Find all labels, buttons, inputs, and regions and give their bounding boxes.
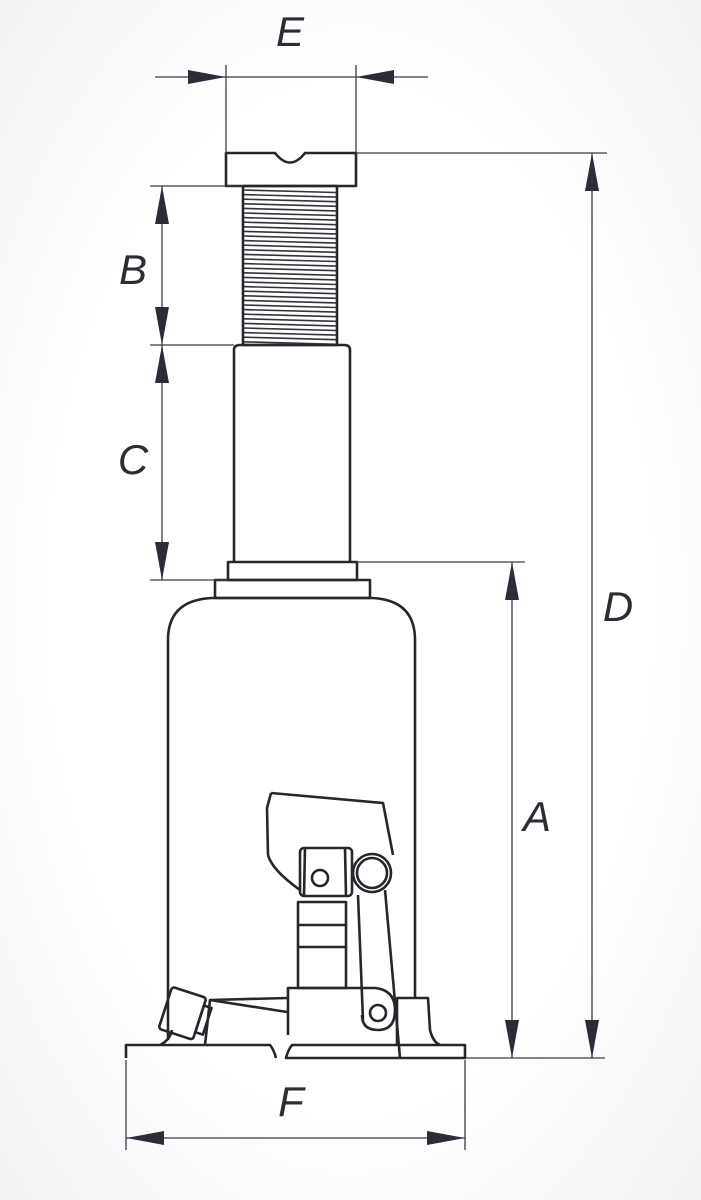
thread-line	[243, 212, 337, 217]
thread-line	[243, 258, 337, 263]
arrowhead	[505, 562, 519, 600]
thread-line	[243, 239, 337, 244]
release-valve-knob	[158, 986, 207, 1041]
link-pin	[368, 1003, 388, 1023]
thread-line	[243, 207, 337, 212]
thread-line	[243, 216, 337, 221]
arrowhead	[585, 153, 599, 191]
thread-line	[243, 226, 337, 231]
pump-mechanism	[158, 791, 441, 1059]
arrowhead	[356, 70, 394, 84]
thread-line	[243, 318, 337, 323]
thread-line	[243, 295, 337, 300]
arrowhead	[155, 186, 169, 224]
dimension-lines	[125, 65, 607, 1150]
thread-line	[243, 193, 337, 198]
thread-line	[243, 253, 337, 258]
saddle-cap	[224, 151, 358, 188]
thread-line	[243, 308, 337, 313]
thread-line	[243, 304, 337, 309]
thread-line	[243, 244, 337, 249]
pump-handle-socket	[265, 791, 395, 892]
pivot-pin	[310, 868, 330, 888]
pump-housing	[286, 986, 397, 1035]
left-foot	[159, 1029, 174, 1047]
cylinder-body	[166, 596, 417, 1040]
roller-inner	[355, 856, 389, 890]
thread-line	[243, 327, 337, 332]
thread-line	[243, 331, 337, 336]
thread-line	[243, 299, 337, 304]
dimension-label-a: A	[520, 793, 551, 840]
arrowhead	[155, 345, 169, 383]
arrowhead	[155, 307, 169, 345]
ram	[232, 343, 352, 562]
pump-piston	[296, 900, 348, 990]
arrowhead	[427, 1131, 465, 1145]
pivot-block-edge	[343, 847, 348, 897]
thread-line	[243, 262, 337, 267]
arrowhead	[505, 1020, 519, 1058]
dimension-label-e: E	[276, 8, 305, 55]
release-valve	[158, 986, 213, 1041]
dimension-label-c: C	[118, 436, 149, 483]
thread-line	[243, 221, 337, 226]
valve-housing	[203, 996, 289, 1046]
thread-line	[243, 313, 337, 318]
pivot-block-edge	[302, 847, 307, 897]
thread-line	[243, 276, 337, 281]
thread-line	[243, 281, 337, 286]
thread-line	[243, 235, 337, 240]
roller-outer	[351, 852, 393, 894]
body-top-ring	[213, 578, 372, 600]
dimension-label-b: B	[119, 246, 147, 293]
thread-line	[243, 322, 337, 327]
dimension-label-f: F	[278, 1078, 306, 1125]
thread-line	[243, 285, 337, 290]
base-plate	[124, 1043, 467, 1060]
link-arm	[356, 894, 365, 1021]
thread-line	[243, 249, 337, 254]
thread-line	[243, 272, 337, 277]
thread-line	[243, 203, 337, 208]
thread-line	[243, 198, 337, 203]
thread-line	[243, 189, 337, 194]
thread-line	[243, 290, 337, 295]
ram-collar	[226, 560, 359, 582]
thread-line	[243, 336, 337, 341]
arrowhead	[188, 70, 226, 84]
arrowhead	[126, 1131, 164, 1145]
thread-line	[243, 230, 337, 235]
arrowhead	[585, 1020, 599, 1058]
thread-line	[243, 267, 337, 272]
right-foot	[395, 996, 441, 1047]
arrowhead	[155, 542, 169, 580]
release-valve-stem	[193, 1004, 213, 1036]
screw-threads	[243, 189, 337, 346]
dimension-label-d: D	[603, 583, 633, 630]
